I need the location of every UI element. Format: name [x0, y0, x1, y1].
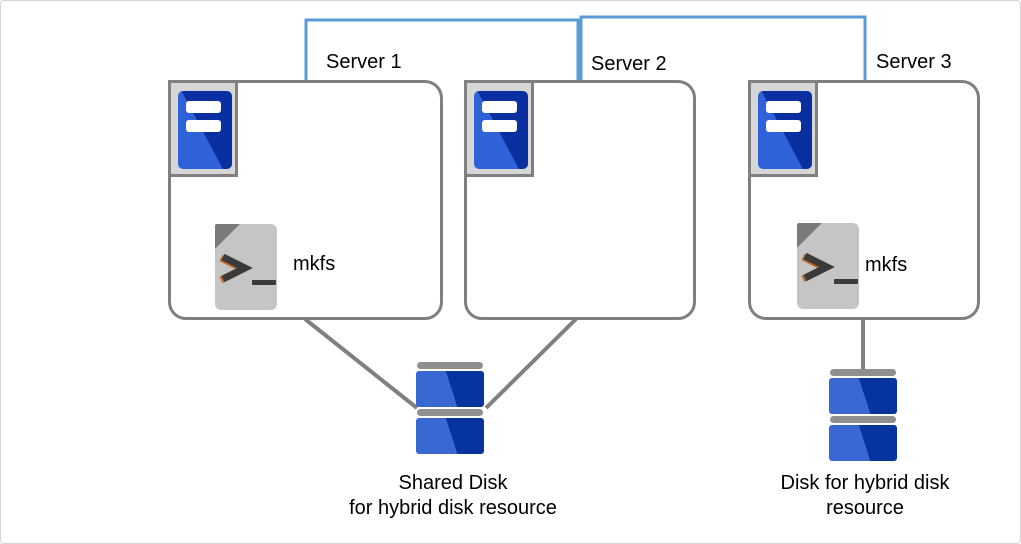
server3-disk-label: Disk for hybrid disk resource: [781, 471, 950, 521]
server2-box: [464, 80, 696, 320]
shared-disk-label-line1: Shared Disk: [398, 472, 508, 494]
server-slot-bar: [186, 101, 221, 113]
server-slot-bar: [186, 120, 221, 132]
document-fold: [797, 223, 822, 248]
server3-disk-icon: [829, 369, 897, 461]
server-tower-icon: [178, 91, 232, 169]
server1-mkfs-label: mkfs: [293, 253, 336, 275]
server3-disk-label-line2: resource: [826, 497, 904, 519]
connector-server2-shared-disk: [484, 317, 578, 410]
server-tower-icon: [758, 91, 812, 169]
server-tower-icon: [474, 91, 528, 169]
disk-body-block: [829, 378, 897, 414]
prompt-chevron: [803, 252, 835, 282]
prompt-chevron: [221, 253, 253, 283]
server3-disk-label-line1: Disk for hybrid disk: [780, 472, 950, 494]
server-slot-bar: [482, 101, 517, 113]
server2-icon-frame: [464, 80, 534, 177]
interconnect-line-server2-server3: [579, 15, 867, 81]
disk-platter-bar: [830, 369, 896, 376]
disk-body-block: [416, 418, 484, 454]
server3-icon-frame: [748, 80, 818, 177]
interconnect-line-server1-server2: [304, 18, 580, 81]
server1-label: Server 1: [326, 51, 402, 73]
disk-body-block: [829, 425, 897, 461]
prompt-underscore: [252, 280, 276, 285]
server1-icon-frame: [168, 80, 238, 177]
server-slot-bar: [482, 120, 517, 132]
document-fold: [215, 224, 240, 249]
shell-script-file-icon: [797, 223, 859, 309]
disk-platter-bar: [417, 409, 483, 416]
server3-mkfs-label: mkfs: [865, 254, 908, 276]
prompt-underscore: [834, 279, 858, 284]
server3-label: Server 3: [876, 51, 952, 73]
disk-body-block: [416, 371, 484, 407]
shared-disk-label: Shared Disk for hybrid disk resource: [349, 471, 557, 521]
server-slot-bar: [766, 101, 801, 113]
shell-script-file-icon: [215, 224, 277, 310]
server2-label: Server 2: [591, 53, 667, 75]
connector-server1-shared-disk: [303, 317, 419, 410]
server-slot-bar: [766, 120, 801, 132]
disk-platter-bar: [830, 416, 896, 423]
shared-disk-icon: [416, 362, 484, 454]
disk-platter-bar: [417, 362, 483, 369]
shared-disk-label-line2: for hybrid disk resource: [349, 497, 557, 519]
